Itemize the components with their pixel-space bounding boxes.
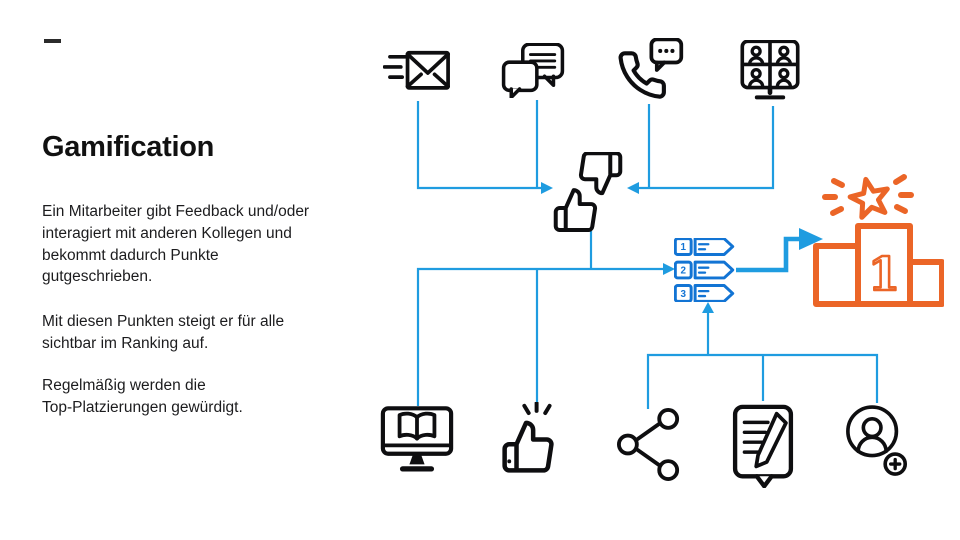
star-icon: [847, 176, 890, 220]
sparkle-rays: [522, 402, 552, 416]
phone-call-icon: [616, 38, 684, 102]
note-pencil-icon: [732, 402, 794, 488]
rank-row-2: 2: [673, 260, 735, 280]
share-network-icon: [617, 408, 681, 481]
chat-messages-icon: [501, 43, 565, 98]
video-conference-icon: [737, 40, 803, 104]
star-rays: [822, 174, 914, 216]
ranking-list-icon: 1 2 3: [673, 237, 740, 303]
add-person-icon: [846, 404, 908, 478]
winner-podium-icon: 1: [812, 168, 945, 308]
svg-text:2: 2: [680, 266, 686, 277]
elearning-screen-icon: [379, 406, 455, 478]
thumbs-up-down-feedback-icon: [551, 152, 625, 232]
plus-icon: [888, 457, 902, 471]
page-title: Gamification: [42, 131, 215, 163]
thumbs-up-part: [553, 188, 598, 232]
paragraph-1: Ein Mitarbeiter gibt Feedback und/oder i…: [42, 203, 310, 286]
accent-dash: [44, 39, 61, 43]
speed-email-icon: [383, 46, 451, 96]
svg-text:3: 3: [680, 289, 686, 300]
rank-row-3: 3: [673, 284, 735, 303]
pencil-icon: [754, 411, 788, 469]
rank-row-1: 1: [673, 237, 735, 256]
thumbs-down-part: [578, 152, 623, 196]
paragraph-3: Regelmäßig werden die Top-Platzierungen …: [42, 377, 243, 416]
paragraph-2: Mit diesen Punkten steigt er für alle si…: [42, 313, 285, 352]
svg-text:1: 1: [680, 242, 686, 253]
first-place-number: 1: [868, 247, 900, 301]
thumbs-up-like-icon: [497, 402, 569, 476]
